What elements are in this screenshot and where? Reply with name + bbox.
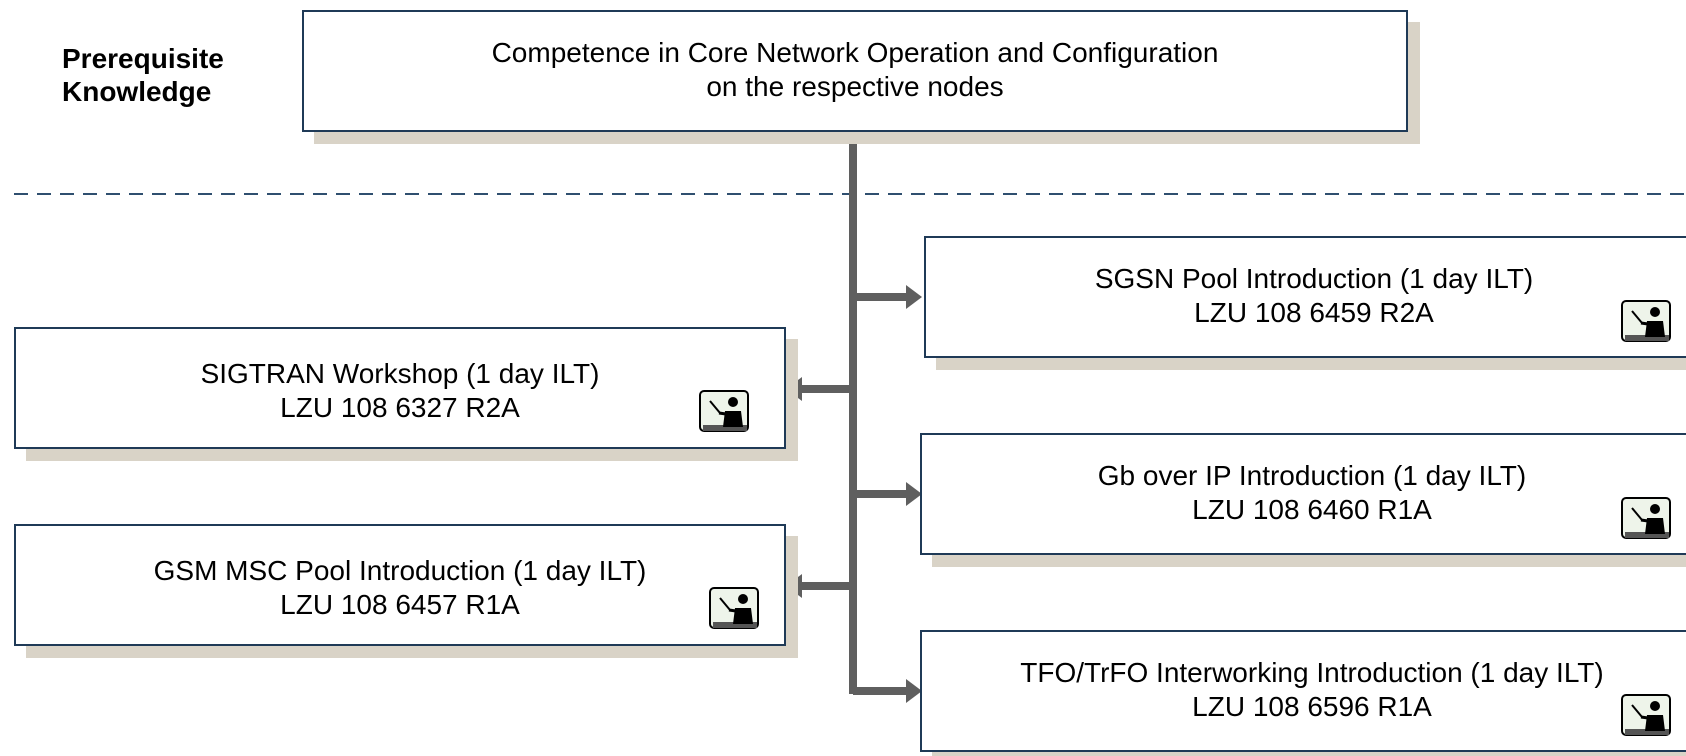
prerequisite-line-2: on the respective nodes [706,71,1004,102]
instructor-led-training-icon [1621,694,1671,736]
course-code: LZU 108 6460 R1A [1192,494,1432,525]
course-box-gsm-msc-pool[interactable]: GSM MSC Pool Introduction (1 day ILT) LZ… [14,524,786,646]
course-box-sgsn-pool[interactable]: SGSN Pool Introduction (1 day ILT) LZU 1… [924,236,1686,358]
course-title: Gb over IP Introduction (1 day ILT) [1097,460,1527,491]
course-title: SIGTRAN Workshop (1 day ILT) [200,358,600,389]
branch-tfo-trfo [853,679,922,703]
prerequisite-label: Prerequisite Knowledge [62,43,224,108]
prerequisite-box: Competence in Core Network Operation and… [302,10,1408,132]
instructor-led-training-icon [1621,300,1671,342]
course-code: LZU 108 6327 R2A [280,392,520,423]
course-box-sigtran[interactable]: SIGTRAN Workshop (1 day ILT) LZU 108 632… [14,327,786,449]
course-title: GSM MSC Pool Introduction (1 day ILT) [153,555,647,586]
course-code: LZU 108 6459 R2A [1194,297,1434,328]
course-code: LZU 108 6596 R1A [1192,691,1432,722]
branch-sgsn-pool [853,285,922,309]
instructor-led-training-icon [1621,497,1671,539]
branch-gsm-msc-pool [786,574,853,598]
instructor-led-training-icon [709,587,759,629]
course-title: SGSN Pool Introduction (1 day ILT) [1094,263,1534,294]
course-box-gb-over-ip[interactable]: Gb over IP Introduction (1 day ILT) LZU … [920,433,1686,555]
course-code: LZU 108 6457 R1A [280,589,520,620]
branch-sigtran [786,377,853,401]
course-box-tfo-trfo[interactable]: TFO/TrFO Interworking Introduction (1 da… [920,630,1686,752]
branch-gb-over-ip [853,482,922,506]
prerequisite-line-1: Competence in Core Network Operation and… [491,37,1219,68]
course-title: TFO/TrFO Interworking Introduction (1 da… [1020,657,1604,688]
instructor-led-training-icon [699,390,749,432]
